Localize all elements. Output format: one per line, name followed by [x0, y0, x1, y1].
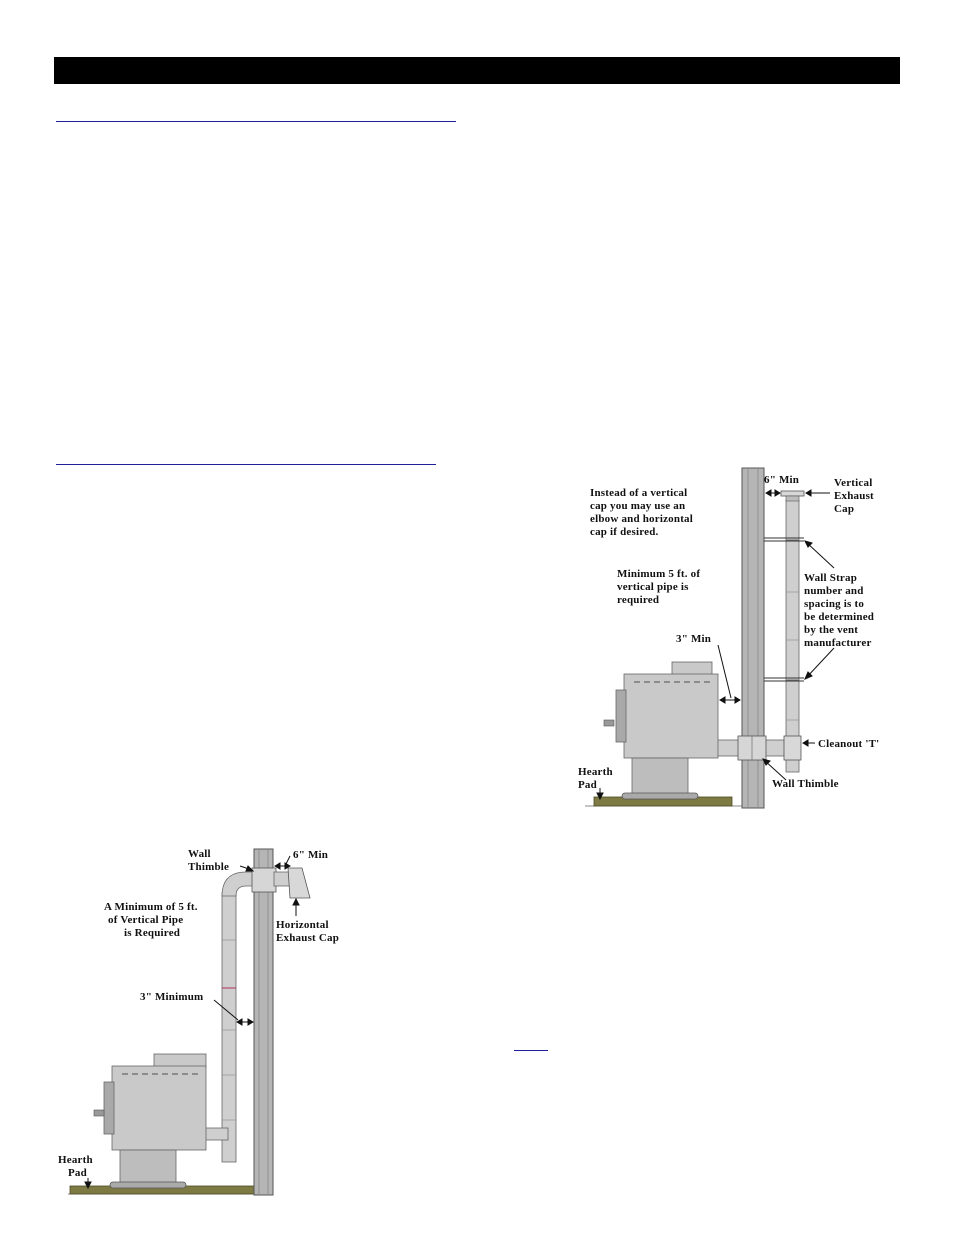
- h-hearth-arrow: [84, 1178, 92, 1190]
- v-strap-line2: number and: [804, 585, 864, 597]
- v-label-cleanout: Cleanout 'T': [818, 738, 879, 750]
- v-hearth-arrow: [596, 788, 604, 801]
- v-cleanout-arrow: [802, 739, 815, 747]
- v-note-elbow-line2: cap you may use an: [590, 500, 685, 512]
- v-vertical-pipe: [785, 499, 800, 773]
- h-cap-arrow: [292, 897, 300, 916]
- h-6in-dimension: [274, 855, 291, 870]
- h-note-pipe-line2: of Vertical Pipe: [108, 914, 183, 926]
- v-strap-line4: be determined: [804, 611, 874, 623]
- v-label-hearth-line2: Pad: [578, 779, 597, 791]
- h-stove: [93, 1053, 207, 1189]
- v-label-hearth-line1: Hearth: [578, 766, 613, 778]
- v-strap-line6: manufacturer: [804, 637, 872, 649]
- v-label-wall-thimble: Wall Thimble: [772, 778, 839, 790]
- v-note-elbow-line4: cap if desired.: [590, 526, 659, 538]
- v-3in-dimension: [717, 644, 741, 704]
- h-thimble-line1: Wall: [188, 848, 211, 860]
- v-strap-line5: by the vent: [804, 624, 858, 636]
- v-strap-arrows: [804, 540, 835, 680]
- h-wall: [253, 848, 274, 1196]
- section-heading-underline-2: [56, 464, 436, 465]
- h-hearth-line2: Pad: [68, 1167, 87, 1179]
- h-elbow: [221, 871, 257, 897]
- v-vertical-cap: [780, 490, 805, 502]
- h-horizontal-cap: [273, 867, 311, 899]
- v-label-6-min: 6" Min: [764, 474, 799, 486]
- v-note-pipe-line1: Minimum 5 ft. of: [617, 568, 700, 580]
- section-heading-underline-1: [56, 121, 456, 122]
- v-wall-straps: [764, 537, 804, 682]
- v-strap-line1: Wall Strap: [804, 572, 857, 584]
- v-label-cap-line1: Vertical: [834, 477, 872, 489]
- v-note-pipe-line3: required: [617, 594, 659, 606]
- h-thimble-arrow: [239, 865, 255, 872]
- page-link-underline[interactable]: [514, 1050, 548, 1051]
- v-6in-dimension: [765, 489, 781, 497]
- h-thimble-line2: Thimble: [188, 861, 229, 873]
- v-note-pipe-line2: vertical pipe is: [617, 581, 689, 593]
- h-3in-dimension: [213, 999, 254, 1026]
- v-note-elbow-line1: Instead of a vertical: [590, 487, 687, 499]
- v-cap-arrow: [805, 489, 830, 497]
- h-hearth-line1: Hearth: [58, 1154, 93, 1166]
- h-cap-line2: Exhaust Cap: [276, 932, 339, 944]
- h-wall-thimble: [251, 867, 277, 893]
- h-vertical-pipe: [221, 893, 237, 1163]
- v-label-3-min: 3" Min: [676, 633, 711, 645]
- v-cleanout-t: [783, 735, 802, 761]
- h-note-pipe-line1: A Minimum of 5 ft.: [104, 901, 198, 913]
- v-wall: [741, 467, 765, 809]
- h-stove-connector: [203, 1127, 229, 1141]
- v-stove: [603, 661, 719, 800]
- v-label-cap-line3: Cap: [834, 503, 854, 515]
- v-thimble-arrow: [762, 758, 787, 781]
- v-note-elbow-line3: elbow and horizontal: [590, 513, 693, 525]
- h-cap-line1: Horizontal: [276, 919, 329, 931]
- section-header-bar: [54, 57, 900, 84]
- v-strap-line3: spacing is to: [804, 598, 864, 610]
- h-label-3-min: 3" Minimum: [140, 991, 203, 1003]
- v-label-cap-line2: Exhaust: [834, 490, 874, 502]
- h-note-pipe-line3: is Required: [124, 927, 180, 939]
- h-label-6-min: 6" Min: [293, 849, 328, 861]
